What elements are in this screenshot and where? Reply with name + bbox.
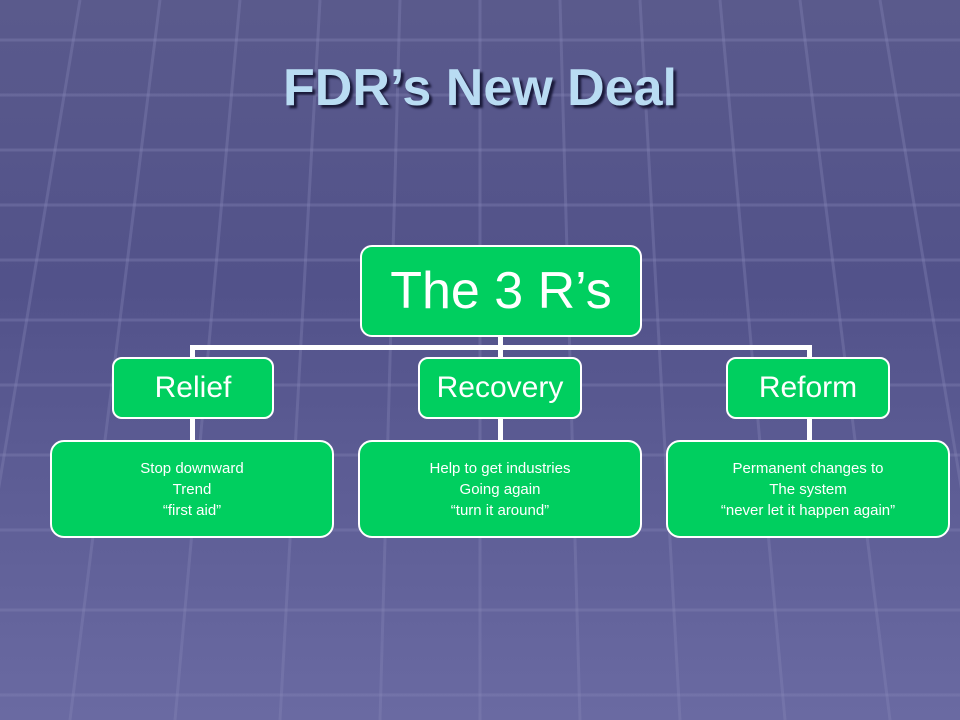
relief-drop [190, 345, 195, 359]
reform-detail-line: “never let it happen again” [720, 501, 896, 519]
branch-reform: Reform [726, 357, 890, 419]
root-node: The 3 R’s [360, 245, 642, 337]
reform-detail-line: Permanent changes to [732, 459, 884, 477]
reform-stem [807, 419, 812, 442]
recovery-stem [498, 419, 503, 442]
recovery-drop [498, 345, 503, 359]
recovery-detail-line: Help to get industries [429, 459, 571, 477]
relief-details: Stop downward Trend “first aid” [50, 440, 334, 538]
relief-stem [190, 419, 195, 442]
relief-detail-line: Trend [172, 480, 212, 498]
recovery-detail-line: Going again [459, 480, 541, 498]
reform-drop [807, 345, 812, 359]
root-stem [498, 337, 503, 349]
relief-detail-line: Stop downward [140, 459, 244, 477]
relief-detail-line: “first aid” [162, 501, 222, 519]
slide-title: FDR’s New Deal [283, 59, 677, 117]
branch-relief: Relief [112, 357, 274, 419]
reform-detail-line: The system [769, 480, 847, 498]
recovery-detail-line: “turn it around” [450, 501, 550, 519]
recovery-details: Help to get industries Going again “turn… [358, 440, 642, 538]
reform-details: Permanent changes to The system “never l… [666, 440, 950, 538]
branch-recovery: Recovery [418, 357, 582, 419]
